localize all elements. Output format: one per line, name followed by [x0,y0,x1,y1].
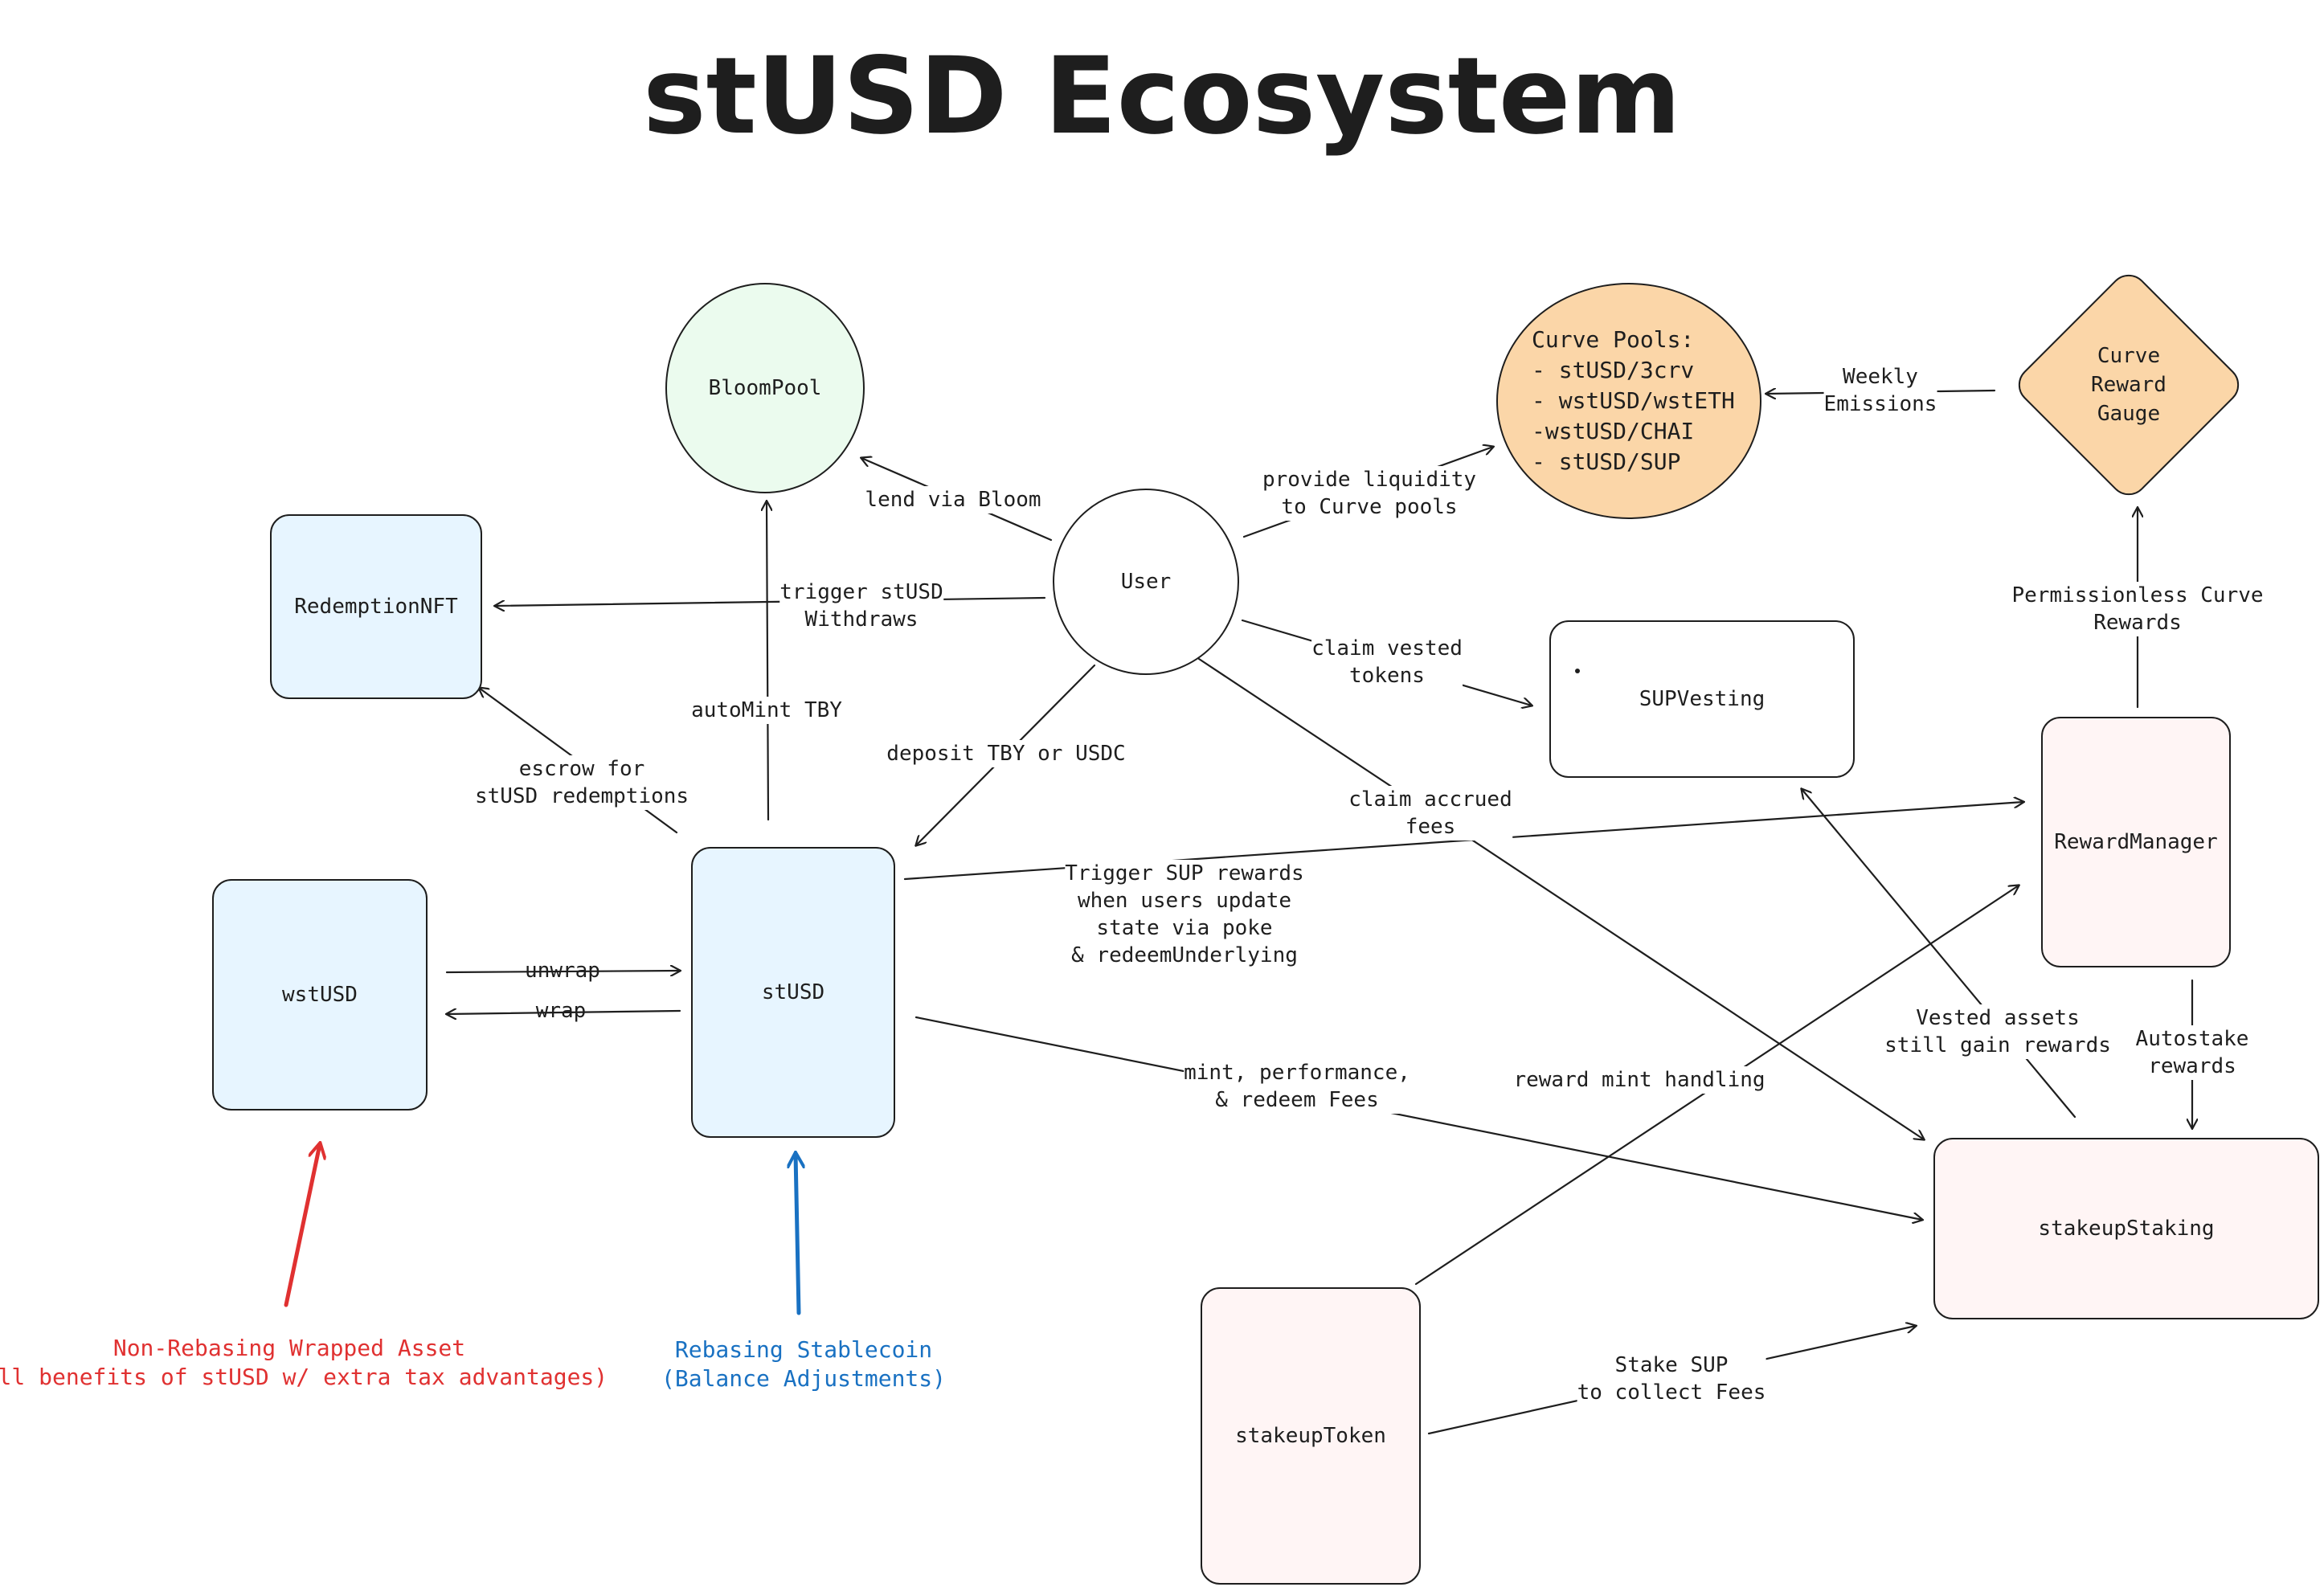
label-claim-accrued-fees: claim accrued fees [1348,786,1512,841]
edge-stusd-bloompool [767,501,768,821]
label-autostake: Autostake rewards [2135,1025,2249,1080]
label-weekly-emissions: Weekly Emissions [1823,363,1937,418]
label-wrap: wrap [535,999,587,1023]
label-escrow-redemptions: escrow for stUSD redemptions [474,755,689,810]
label-trigger-sup-rewards: Trigger SUP rewards when users update st… [1065,860,1304,969]
label-permissionless-curve: Permissionless Curve Rewards [2011,582,2264,636]
node-curve-pools: Curve Pools: - stUSD/3crv - wstUSD/wstET… [1496,283,1761,519]
label-auto-mint-tby: autoMint TBY [691,697,842,724]
edge-staking-supvesting [1802,789,2076,1119]
node-wstusd-label: wstUSD [282,983,358,1007]
edge-stusd-staking [914,1016,1922,1220]
node-reward-manager-label: RewardManager [2054,830,2218,854]
node-bloompool-label: BloomPool [708,376,822,400]
curve-pools-heading: Curve Pools: [1532,326,1695,353]
label-unwrap: unwrap [525,959,600,983]
node-sup-vesting: SUPVesting [1549,620,1855,778]
diagram-title: stUSD Ecosystem [643,35,1681,158]
node-stakeup-token: stakeupToken [1201,1287,1421,1585]
note-non-rebasing: Non-Rebasing Wrapped Asset (All benefits… [0,1335,608,1390]
note-rebasing: Rebasing Stablecoin (Balance Adjustments… [661,1336,947,1392]
node-stakeup-staking: stakeupStaking [1933,1138,2319,1319]
label-reward-mint-handling: reward mint handling [1513,1066,1766,1094]
node-user-label: User [1120,570,1172,594]
label-trigger-withdraws: trigger stUSD Withdraws [779,579,943,633]
node-bloompool: BloomPool [665,283,865,493]
red-callout-arrow [284,1144,320,1307]
stray-dot [1575,669,1580,673]
edge-unwrap [445,971,680,972]
gauge-label: Curve Reward Gauge [2091,344,2166,426]
node-user: User [1053,489,1239,675]
label-vested-assets: Vested assets still gain rewards [1884,1004,2111,1059]
label-claim-vested: claim vested tokens [1311,635,1463,689]
node-redemption-nft-label: RedemptionNFT [294,595,458,619]
label-stake-sup: Stake SUP to collect Fees [1577,1352,1766,1406]
node-stakeup-token-label: stakeupToken [1235,1424,1386,1448]
curve-pool-item: - stUSD/3crv [1532,357,1695,383]
node-stusd: stUSD [691,847,895,1138]
label-lend-via-bloom: lend via Bloom [865,486,1041,513]
node-redemption-nft: RedemptionNFT [270,514,482,699]
blue-callout-arrow [796,1154,799,1315]
node-wstusd: wstUSD [212,879,428,1110]
label-provide-liquidity: provide liquidity to Curve pools [1262,466,1477,521]
label-deposit-tby-usdc: deposit TBY or USDC [886,740,1126,767]
curve-pool-item: - stUSD/SUP [1532,448,1681,475]
node-reward-manager: RewardManager [2041,717,2231,967]
node-stusd-label: stUSD [761,980,825,1004]
edge-wrap [447,1011,681,1014]
curve-pool-item: -wstUSD/CHAI [1532,418,1695,444]
edge-user-staking [1197,657,1924,1139]
label-mint-perf-redeem: mint, performance, & redeem Fees [1184,1059,1410,1114]
node-curve-reward-gauge: Curve Reward Gauge [2010,266,2248,504]
curve-pool-item: - wstUSD/wstETH [1532,387,1735,414]
node-stakeup-staking-label: stakeupStaking [2038,1217,2215,1241]
edge-user-redemption [495,596,1046,606]
node-sup-vesting-label: SUPVesting [1639,687,1766,711]
